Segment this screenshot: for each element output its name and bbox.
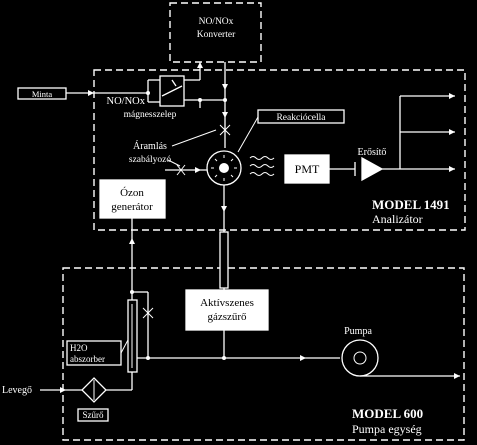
- solenoid-valve-label-line1: NO/NOx: [107, 96, 146, 107]
- flow-regulator-leader-2: [167, 159, 181, 167]
- sample-flow-arrow: [88, 90, 94, 96]
- pump-unit-label-line2: Pumpa egység: [352, 422, 422, 436]
- filter-label: Szűrő: [83, 410, 104, 420]
- filter-label-box: [77, 408, 109, 422]
- dryer-label-line2: abszorber: [70, 354, 105, 364]
- dryer-branch-merge: [146, 356, 150, 360]
- converter-in-arrow: [197, 62, 203, 68]
- ozone-generator-box: [99, 179, 166, 219]
- ozone-flow-arrow: [195, 167, 201, 173]
- amplifier-triangle: [361, 156, 384, 182]
- analyzer-label-line1: MODEL 1491: [372, 197, 450, 212]
- reaction-cell-leader: [237, 116, 259, 153]
- analyzer-label-line2: Analizátor: [372, 212, 423, 226]
- converter-enclosure: [169, 2, 262, 63]
- dryer-leader: [120, 339, 129, 354]
- flow-regulator-label-line1: Áramlás: [133, 140, 167, 152]
- cell-exhaust-arrow: [221, 206, 227, 212]
- reaction-cell-label: Reakciócella: [276, 113, 326, 123]
- pump-body: [341, 339, 379, 377]
- reaction-cell-label-box: [257, 109, 345, 124]
- flow-regulator-label-line2: szabályozó: [129, 155, 171, 165]
- restrictor-sample-b: [219, 124, 231, 136]
- valve-switch-line: [161, 85, 183, 97]
- reaction-cell-rays: [211, 155, 237, 181]
- pump-unit-label-line1: MODEL 600: [352, 406, 423, 421]
- dryer-label-line1: H2O: [70, 343, 88, 353]
- pmt-label: PMT: [295, 162, 320, 176]
- light-waves: [249, 156, 275, 176]
- sample-input-label: Minta: [32, 89, 53, 99]
- pump-suction-arrow: [300, 355, 306, 361]
- pump-rotor: [353, 351, 367, 365]
- exhaust-tube: [219, 231, 229, 289]
- converter-out-arrow: [222, 84, 228, 90]
- restrictor-ozone-b: [176, 164, 186, 176]
- sample-to-cell-arrow: [222, 112, 228, 118]
- converter-label-line1: NO/NOx: [199, 17, 234, 27]
- charcoal-filter-label-line2: gázszűrő: [207, 311, 247, 323]
- air-input-arrow: [60, 387, 66, 393]
- charcoal-filter-label-line1: Aktívszenes: [200, 297, 254, 309]
- ozone-generator-label-line1: Ózon: [120, 187, 144, 199]
- output-3-arrow: [449, 166, 455, 172]
- pump-unit-enclosure: [62, 267, 465, 441]
- valve-contact: [171, 79, 177, 87]
- solenoid-valve-label-line2: mágnesszelep: [124, 110, 177, 120]
- reaction-cell-core: [219, 163, 229, 173]
- flow-regulator-leader: [171, 129, 217, 147]
- ozone-feed-arrow: [129, 238, 135, 244]
- restrictor-dryer-b: [142, 307, 154, 319]
- air-input-label: Levegő: [2, 385, 32, 396]
- output-2-arrow: [449, 129, 455, 135]
- amplifier-label: Erősítő: [358, 147, 387, 158]
- converter-label-line2: Konverter: [197, 30, 236, 40]
- output-1-arrow: [449, 93, 455, 99]
- pump-exhaust-arrow: [454, 373, 460, 379]
- ozone-generator-label-line2: generátor: [111, 201, 153, 213]
- charcoal-filter-box: [185, 289, 269, 331]
- pump-label: Pumpa: [344, 326, 372, 337]
- pump-suction-junction: [222, 356, 226, 360]
- analyzer-enclosure: [93, 69, 466, 231]
- pmt-box: [284, 154, 330, 184]
